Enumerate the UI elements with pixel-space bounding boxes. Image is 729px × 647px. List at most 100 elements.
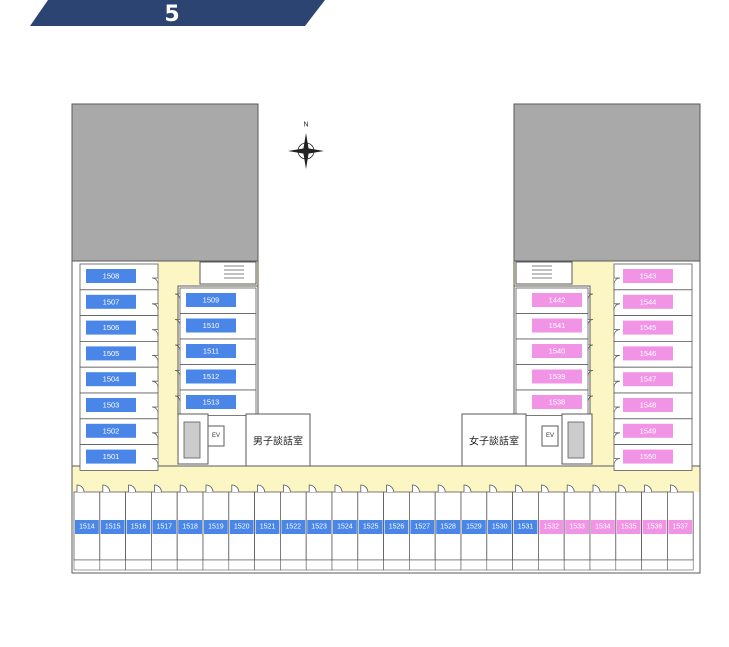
room-label-1519-fill (204, 520, 228, 534)
female-lounge (461, 413, 527, 467)
door-1543 (613, 277, 621, 285)
room-label-1545-fill (623, 320, 673, 335)
roof-left (71, 103, 259, 262)
door-1522 (283, 484, 291, 493)
room-label-1550: 1550 (640, 452, 657, 461)
door-1541 (587, 319, 594, 325)
room-label-1521-fill (255, 520, 280, 534)
door-1516 (128, 484, 136, 493)
door-1548 (613, 406, 621, 414)
room-label-1539: 1539 (549, 372, 566, 381)
room-label-1513: 1513 (203, 398, 220, 407)
room-label-1543-fill (623, 269, 673, 283)
room-label-1536-fill (642, 520, 667, 534)
room-label-1527-fill (410, 520, 435, 534)
room-label-1537: 1537 (673, 524, 689, 531)
room-label-1442: 1442 (549, 296, 566, 305)
balcony-1531 (512, 559, 539, 571)
elevator-right (541, 425, 559, 447)
floor-label: 5 F (164, 2, 186, 53)
balcony-1526 (383, 559, 410, 571)
room-label-1534: 1534 (595, 524, 611, 531)
door-1501 (151, 458, 159, 465)
room-label-1527: 1527 (415, 524, 431, 531)
door-1513 (174, 395, 181, 402)
door-1507 (151, 303, 159, 310)
left-corridor (157, 261, 179, 466)
room-label-1502-fill (86, 423, 136, 438)
room-label-1533-fill (565, 520, 589, 534)
room-label-1531-fill (513, 520, 538, 534)
room-label-1549: 1549 (640, 426, 657, 435)
door-1540 (587, 344, 594, 351)
balcony-1530 (486, 559, 513, 571)
room-label-1530: 1530 (492, 524, 508, 531)
room-label-1526: 1526 (389, 524, 405, 531)
balcony-1527 (409, 559, 436, 571)
room-label-1510-fill (186, 318, 236, 333)
room-label-1538-fill (532, 395, 582, 409)
balcony-1534 (589, 559, 617, 571)
room-label-1525-fill (358, 520, 383, 534)
room-label-1528: 1528 (440, 524, 456, 531)
balcony-1525 (357, 559, 384, 571)
door-1520 (231, 484, 240, 493)
door-1547 (613, 380, 621, 388)
elevator-left-label: EV (212, 433, 220, 439)
room-label-1550-fill (623, 449, 673, 464)
room-label-1522: 1522 (286, 524, 302, 531)
room-label-1523: 1523 (311, 524, 327, 531)
compass-needle-ew (288, 148, 324, 154)
room-label-1505: 1505 (103, 349, 120, 358)
stair-right-top (515, 261, 573, 285)
elevator-right-label: EV (546, 433, 554, 439)
room-label-1501: 1501 (103, 452, 120, 461)
room-label-1549-fill (623, 423, 673, 438)
room-label-1502: 1502 (103, 426, 120, 435)
balcony-1522 (280, 559, 307, 571)
room-label-1520: 1520 (234, 524, 250, 531)
room-label-1516-fill (126, 520, 151, 534)
room-label-1512: 1512 (203, 372, 220, 381)
room-label-1519: 1519 (208, 524, 224, 531)
door-1539 (587, 370, 594, 376)
room-label-1518: 1518 (182, 524, 198, 531)
room-label-1503-fill (86, 398, 136, 412)
balcony-1524 (331, 559, 359, 571)
room-label-1522-fill (281, 520, 306, 534)
balcony-1535 (615, 559, 642, 571)
room-label-1544: 1544 (640, 297, 657, 306)
room-label-1532: 1532 (544, 524, 560, 531)
door-1506 (151, 329, 159, 336)
room-label-1547-fill (623, 372, 673, 387)
roof-right (513, 103, 701, 262)
door-1517 (154, 484, 162, 493)
door-1508 (151, 277, 159, 285)
door-1502 (151, 432, 159, 439)
room-label-1515-fill (100, 520, 125, 534)
male-lounge (245, 413, 311, 467)
room-label-1546-fill (623, 346, 673, 361)
balcony-1533 (563, 559, 591, 571)
room-label-1538: 1538 (549, 398, 566, 407)
room-label-1534-fill (591, 520, 615, 534)
room-label-1541: 1541 (549, 321, 566, 330)
room-label-1540: 1540 (549, 347, 566, 356)
balcony-1536 (641, 559, 668, 571)
door-1549 (613, 432, 621, 439)
room-label-1537-fill (668, 520, 693, 534)
door-1535 (618, 484, 627, 493)
door-1503 (151, 406, 159, 414)
door-1545 (613, 329, 621, 336)
door-1527 (412, 484, 420, 493)
room-label-1508: 1508 (103, 272, 120, 281)
balcony-1517 (151, 559, 178, 571)
door-1546 (613, 355, 621, 362)
door-1518 (179, 484, 188, 493)
balcony-1516 (125, 559, 152, 571)
balcony-1520 (228, 559, 255, 571)
room-label-1524-fill (333, 520, 357, 534)
room-label-1545: 1545 (640, 323, 657, 332)
door-1544 (613, 303, 621, 310)
